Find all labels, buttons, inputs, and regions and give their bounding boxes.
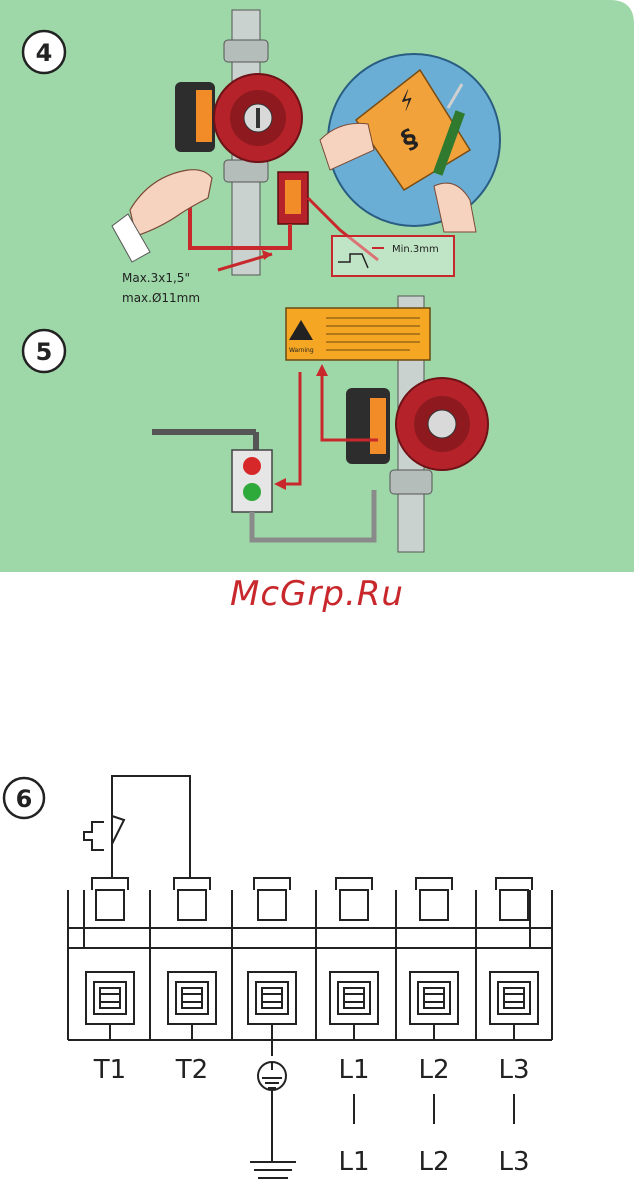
- terminal-t2: [168, 878, 216, 1040]
- clearance-label: Min.3mm: [392, 244, 439, 255]
- supply-label: L1: [338, 1147, 369, 1177]
- terminal-label: T2: [175, 1055, 208, 1085]
- clearance-detail: Min.3mm: [332, 236, 454, 276]
- supply-label: L3: [498, 1147, 529, 1177]
- cable-spec-line1: Max.3x1,5": [122, 271, 190, 285]
- terminal-block: [68, 890, 552, 1040]
- terminal-label: T1: [93, 1055, 126, 1085]
- supply-lines: L1 L2 L3: [338, 1094, 529, 1177]
- terminal-l1: [330, 878, 378, 1040]
- terminal-label: L3: [498, 1055, 529, 1085]
- terminal-l2: [410, 878, 458, 1040]
- thermal-switch: [84, 776, 190, 878]
- circulation-pump: [175, 74, 302, 162]
- supply-label: L2: [418, 1147, 449, 1177]
- panel-background: [0, 0, 634, 572]
- terminal-label: L2: [418, 1055, 449, 1085]
- earth-symbol: [250, 1062, 296, 1178]
- switch-box: [278, 172, 308, 224]
- watermark: McGrp.Ru: [0, 574, 634, 614]
- red-lamp: [243, 457, 261, 475]
- green-lamp: [243, 483, 261, 501]
- warning-label: Warning: [286, 308, 430, 360]
- installation-panel: 4 Max.3x1,5" max.Ø11m: [0, 0, 634, 572]
- terminals: T1 T2 L1 L2 L3: [86, 878, 538, 1085]
- step-6-number: 6: [16, 785, 33, 813]
- terminal-earth: [248, 878, 296, 1040]
- warning-label-title: Warning: [289, 347, 314, 354]
- cable-spec-line2: max.Ø11mm: [122, 291, 200, 305]
- terminal-label: L1: [338, 1055, 369, 1085]
- step-5-number: 5: [36, 338, 53, 366]
- step-4-number: 4: [36, 39, 53, 67]
- circulation-pump-2: [346, 378, 488, 470]
- terminal-t1: [86, 878, 134, 1040]
